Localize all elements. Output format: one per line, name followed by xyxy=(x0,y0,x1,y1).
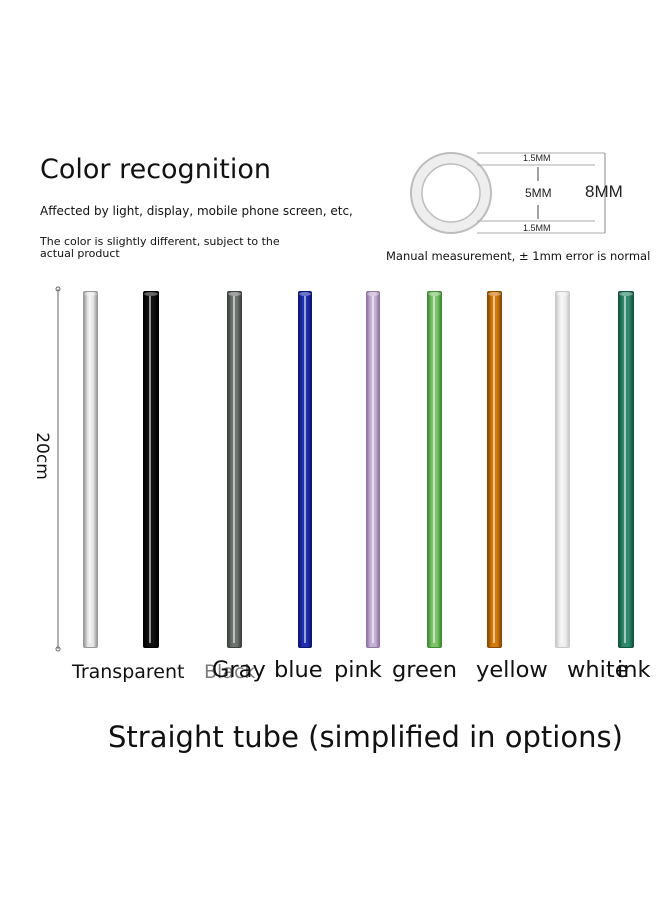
length-label: 20cm xyxy=(31,432,52,480)
label-gray: Gray xyxy=(212,657,266,683)
measurement-note: Manual measurement, ± 1mm error is norma… xyxy=(386,249,651,263)
label-pink: pink xyxy=(334,657,382,683)
straw-highlight xyxy=(624,296,627,643)
straw-ink xyxy=(618,291,634,648)
cross-section-diagram: 1.5MM 5MM 8MM 1.5MM xyxy=(410,152,623,234)
straw-green xyxy=(427,291,442,648)
straw-opening xyxy=(228,292,241,296)
page-title: Color recognition xyxy=(40,154,272,185)
wall-thickness-top-label: 1.5MM xyxy=(523,153,551,163)
straw-highlight xyxy=(560,296,563,643)
straw-gray xyxy=(227,291,242,648)
straw-opening xyxy=(84,292,97,296)
wall-thickness-bottom-label: 1.5MM xyxy=(523,223,551,233)
label-yellow: yellow xyxy=(476,657,548,683)
straw-opening xyxy=(619,292,633,296)
straw-yellow xyxy=(487,291,502,648)
tube-inner-hole xyxy=(421,163,481,223)
length-dimension-line xyxy=(55,286,61,652)
product-caption: Straight tube (simplified in options) xyxy=(108,720,623,754)
straw-highlight xyxy=(432,296,435,643)
inner-diameter-label: 5MM xyxy=(525,186,552,200)
straw-highlight xyxy=(492,296,495,643)
straw-opening xyxy=(367,292,379,296)
straw-opening xyxy=(556,292,569,296)
label-black: Black xyxy=(204,661,256,683)
straw-blue xyxy=(298,291,312,648)
straw-black xyxy=(143,291,159,648)
straw-highlight xyxy=(303,296,306,643)
label-transparent: Transparent xyxy=(72,661,185,683)
straw-opening xyxy=(144,292,158,296)
label-green: green xyxy=(392,657,457,683)
straw-highlight xyxy=(149,296,152,643)
outer-diameter-label: 8MM xyxy=(585,182,623,201)
straw-highlight xyxy=(232,296,235,643)
label-ink: ink xyxy=(617,657,651,683)
straw-white xyxy=(555,291,570,648)
note-color-difference: The color is slightly different, subject… xyxy=(40,235,280,260)
straw-opening xyxy=(428,292,441,296)
straw-pink xyxy=(366,291,380,648)
straw-highlight xyxy=(371,296,374,643)
label-white: white xyxy=(567,657,629,683)
straw-opening xyxy=(488,292,501,296)
straw-transparent xyxy=(83,291,98,648)
straw-highlight xyxy=(88,296,91,643)
straw-opening xyxy=(299,292,311,296)
label-blue: blue xyxy=(274,657,323,683)
note-lighting: Affected by light, display, mobile phone… xyxy=(40,204,353,218)
